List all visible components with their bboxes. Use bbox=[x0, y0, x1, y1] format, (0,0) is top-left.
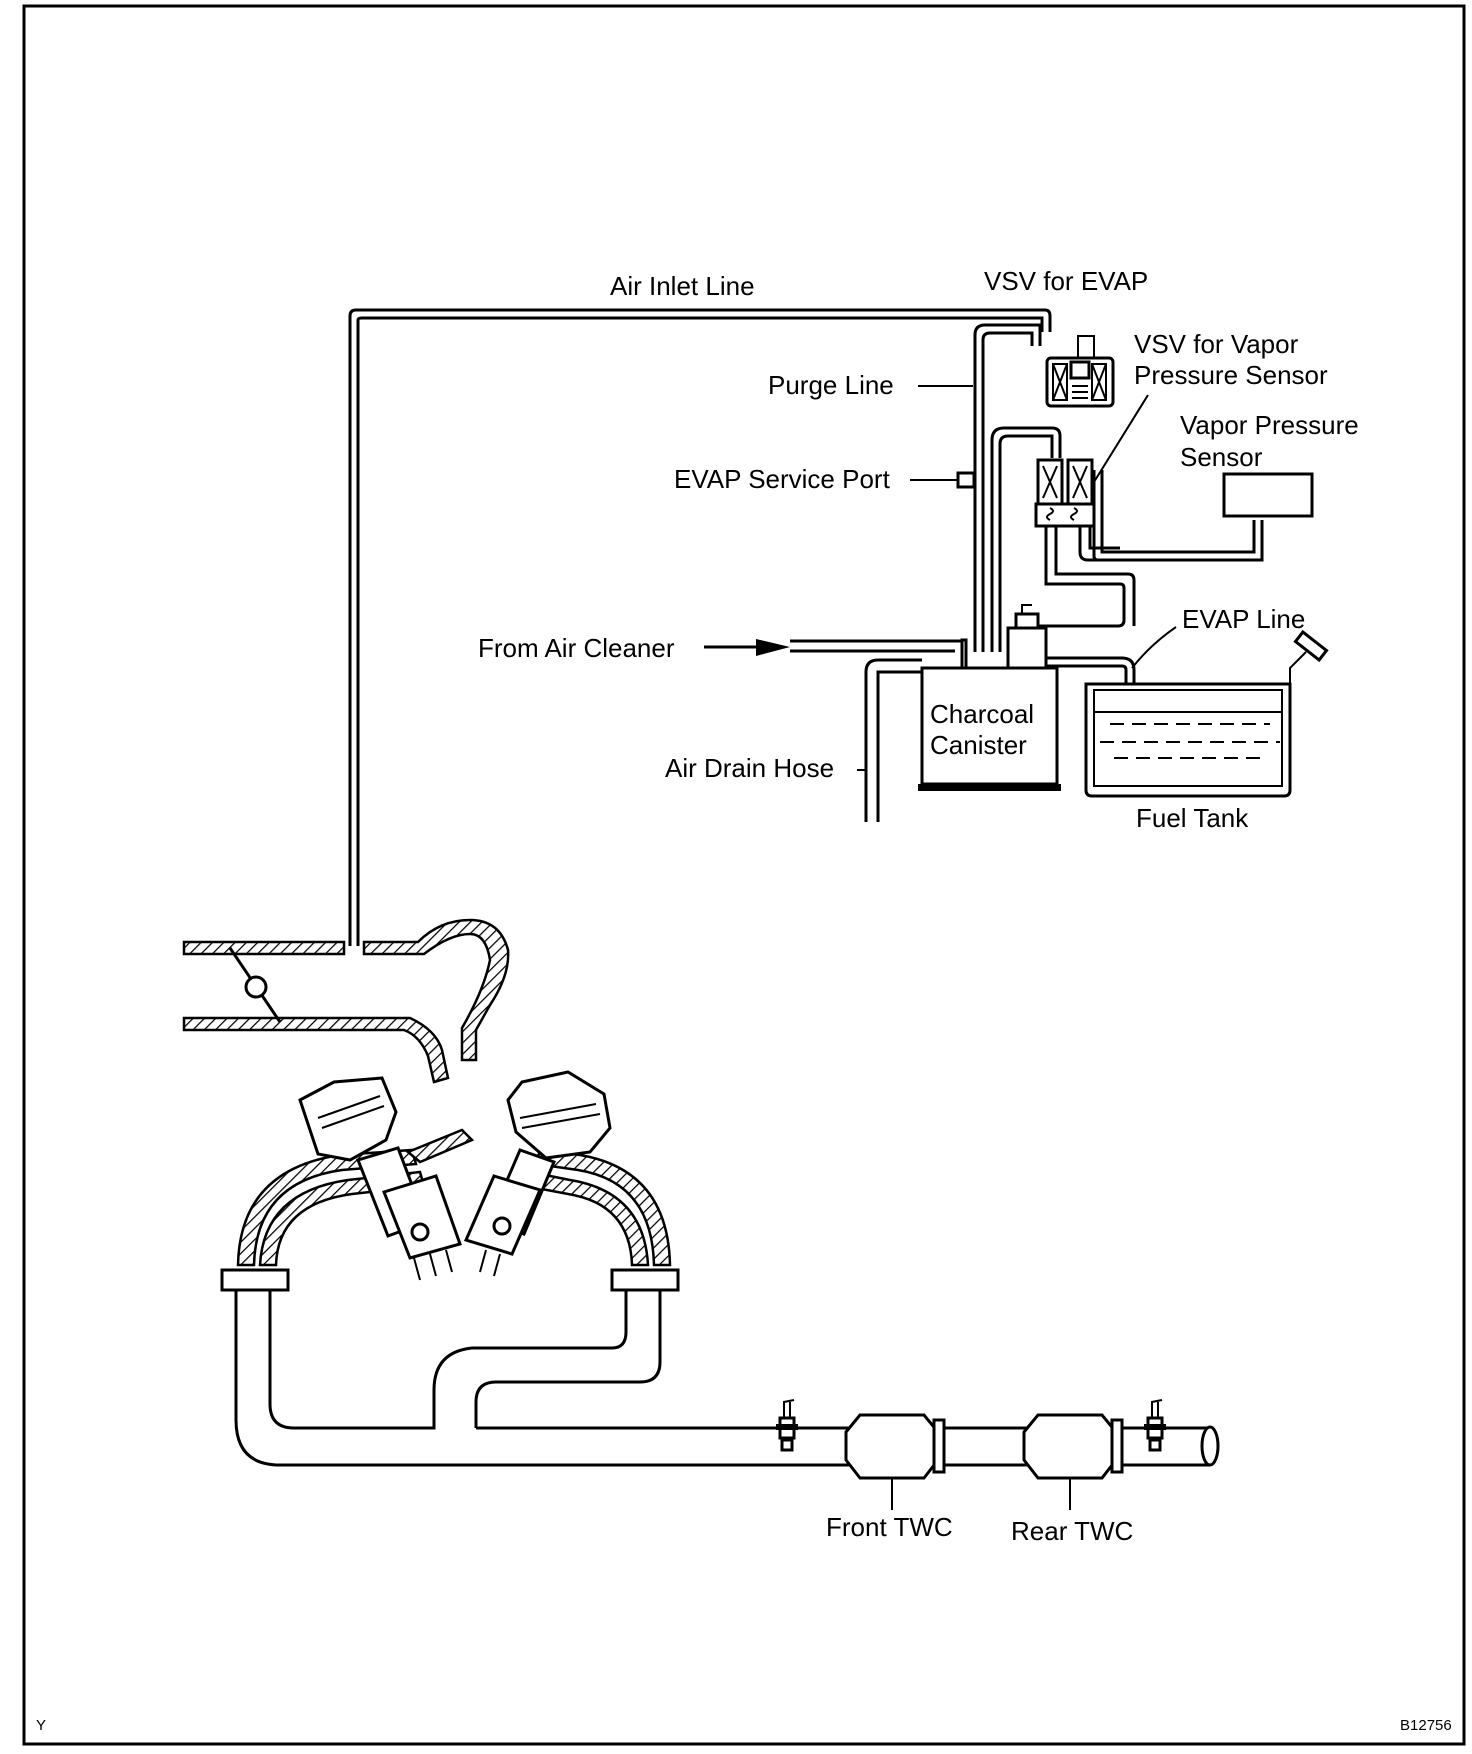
air-cleaner-arrow bbox=[704, 639, 790, 656]
intake-manifold bbox=[182, 918, 510, 1084]
label-vsv-for-vapor-1: VSV for Vapor bbox=[1134, 329, 1299, 359]
label-vapor-pressure-2: Sensor bbox=[1180, 442, 1263, 472]
evap-line bbox=[1046, 656, 1136, 684]
engine-v6 bbox=[236, 1070, 672, 1281]
evap-line-leader bbox=[1131, 626, 1177, 669]
vsv-vapor-leader bbox=[1093, 394, 1149, 483]
air-cleaner-inlet bbox=[790, 639, 964, 668]
label-air-inlet-line: Air Inlet Line bbox=[610, 271, 755, 301]
label-evap-line: EVAP Line bbox=[1182, 604, 1305, 634]
vsv-for-evap bbox=[1045, 335, 1115, 408]
front-o2-sensor bbox=[776, 1399, 798, 1452]
label-purge-line: Purge Line bbox=[768, 370, 894, 400]
label-vsv-for-vapor-2: Pressure Sensor bbox=[1134, 360, 1328, 390]
label-vapor-pressure-1: Vapor Pressure bbox=[1180, 410, 1359, 440]
label-figure-code: B12756 bbox=[1400, 1717, 1452, 1734]
label-corner-left: Y bbox=[36, 1717, 46, 1734]
label-fuel-tank: Fuel Tank bbox=[1136, 803, 1249, 833]
label-charcoal: Charcoal bbox=[930, 699, 1034, 729]
diagram-frame bbox=[22, 4, 1466, 1746]
label-vsv-for-evap: VSV for EVAP bbox=[984, 266, 1148, 296]
rear-twc bbox=[1022, 1413, 1124, 1480]
vsv-for-vapor-pressure-sensor bbox=[1034, 458, 1264, 628]
rear-o2-sensor bbox=[1144, 1399, 1166, 1452]
purge-line bbox=[973, 323, 1042, 652]
label-from-air-cleaner: From Air Cleaner bbox=[478, 633, 675, 663]
evap-service-port bbox=[910, 471, 976, 489]
air-inlet-line bbox=[348, 308, 1052, 946]
exhaust-system bbox=[220, 1268, 1220, 1467]
label-air-drain-hose: Air Drain Hose bbox=[665, 753, 834, 783]
fuel-tank bbox=[1084, 629, 1329, 798]
label-front-twc: Front TWC bbox=[826, 1512, 953, 1542]
label-rear-twc: Rear TWC bbox=[1011, 1516, 1133, 1546]
vapor-sensor-line bbox=[990, 426, 1062, 652]
charcoal-canister bbox=[918, 604, 1061, 791]
air-drain-hose bbox=[864, 658, 922, 822]
vapor-pressure-sensor bbox=[1222, 472, 1314, 518]
label-evap-service-port: EVAP Service Port bbox=[674, 464, 891, 494]
front-twc bbox=[844, 1413, 946, 1480]
label-canister: Canister bbox=[930, 730, 1027, 760]
